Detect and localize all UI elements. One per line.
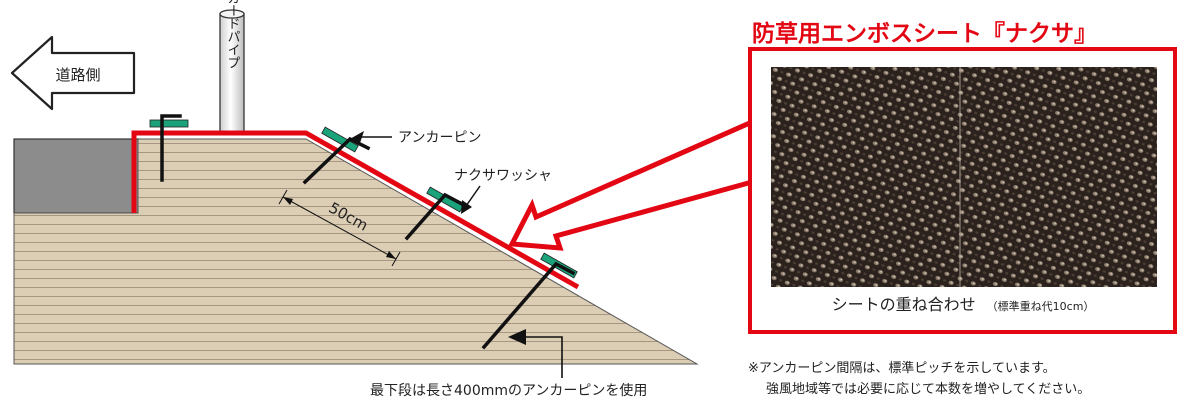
overlap-caption: シートの重ね合わせ — [832, 295, 976, 314]
washer — [149, 119, 189, 128]
road-surface — [13, 138, 140, 214]
guard-pipe: ガードパイプ — [219, 0, 245, 135]
svg-text:シートの重ね合わせ （標準重ね代10cm）: シートの重ね合わせ （標準重ね代10cm） — [832, 295, 1095, 314]
bottom-pin-note: 最下段は長さ400mmのアンカーピンを使用 — [370, 382, 647, 399]
washer — [321, 126, 359, 153]
overlap-inset: シートの重ね合わせ （標準重ね代10cm） — [748, 47, 1177, 334]
road-side-label: 道路側 — [55, 66, 100, 84]
product-title: 防草用エンボスシート『ナクサ』 — [752, 20, 1097, 47]
embankment-soil — [13, 138, 699, 365]
anchor-pin-label: アンカーピン — [398, 130, 481, 146]
pointer-arrow — [508, 118, 755, 251]
guard-pipe-label: ガードパイプ — [225, 0, 241, 69]
footnote-line-1: ※アンカーピン間隔は、標準ピッチを示しています。 — [748, 360, 1056, 376]
fabric-photo — [771, 67, 1157, 287]
footnote-line-2: 強風地域等では必要に応じて本数を増やしてください。 — [766, 381, 1090, 397]
weed-control-sheet — [131, 130, 580, 290]
washer-callout: ナクサワッシャ — [454, 168, 552, 214]
bottom-pin-callout: 最下段は長さ400mmのアンカーピンを使用 — [370, 329, 647, 399]
anchor-pin-callout: アンカーピン — [348, 130, 481, 146]
road-direction-arrow: 道路側 — [10, 35, 136, 111]
washer-label: ナクサワッシャ — [454, 168, 552, 184]
anchor-pin — [481, 261, 576, 350]
anchor-pin — [404, 192, 465, 241]
overlap-note: （標準重ね代10cm） — [987, 299, 1095, 313]
anchor-pin — [160, 114, 182, 182]
